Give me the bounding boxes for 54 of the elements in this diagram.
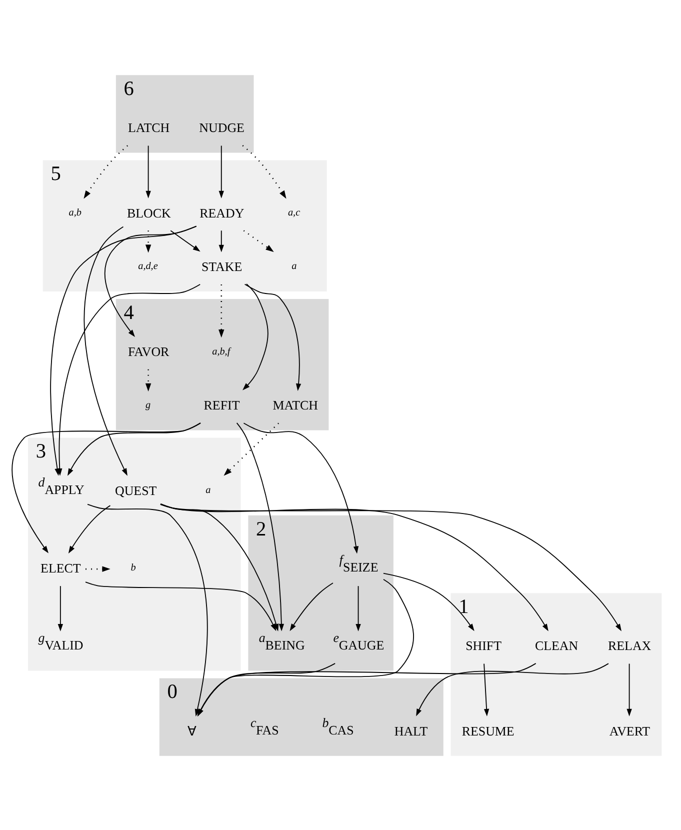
node-text: g <box>146 399 151 410</box>
node-text: AVERT <box>609 722 650 738</box>
arrow <box>242 144 286 198</box>
node-text: RESUME <box>462 722 514 738</box>
arrow <box>57 283 201 476</box>
arrow <box>290 582 334 631</box>
arrow <box>86 566 110 572</box>
arrow <box>84 144 128 198</box>
node-text: FAVOR <box>128 344 170 359</box>
node-text: a,b <box>68 207 82 218</box>
node-text: LATCH <box>128 120 170 135</box>
arrow <box>243 422 359 554</box>
arrow <box>218 230 224 252</box>
arrow <box>85 581 276 631</box>
arrow <box>242 283 268 390</box>
arrow <box>68 422 201 476</box>
node-text: STAKE <box>201 258 242 274</box>
node-text: b <box>130 562 136 574</box>
node-text: BLOCK <box>127 204 171 220</box>
arrow <box>244 283 302 390</box>
node-text: a,d,e <box>138 260 158 272</box>
arrow <box>146 144 151 198</box>
arrow <box>170 230 200 252</box>
arrow <box>145 230 152 252</box>
node-text: CLEAN <box>534 638 578 653</box>
node-text: ELECT <box>40 560 81 575</box>
arrow <box>626 662 632 716</box>
node-text: ∀ <box>188 722 197 738</box>
node-text: HALT <box>394 722 428 738</box>
node-text: QUEST <box>115 482 157 498</box>
node-text: READY <box>200 204 244 220</box>
arrow <box>84 226 128 476</box>
arrow <box>218 284 224 338</box>
node-text: a,b,f <box>212 346 230 357</box>
node-text: a <box>292 260 297 272</box>
arrow <box>58 585 64 631</box>
node-text: a,c <box>288 207 300 218</box>
node-text: RELAX <box>608 638 652 653</box>
arrow <box>243 230 274 252</box>
arrow <box>484 662 490 716</box>
node-text: MATCH <box>272 397 318 412</box>
arrow <box>218 144 224 198</box>
node-text: SHIFT <box>466 638 502 653</box>
arrow <box>145 368 152 392</box>
arrow <box>382 572 474 631</box>
node-text: a <box>206 484 211 496</box>
node-text: NUDGE <box>199 120 244 135</box>
arrow <box>224 422 280 476</box>
arrow <box>104 225 197 337</box>
arrow <box>12 422 202 553</box>
arrow <box>356 585 361 631</box>
arrow <box>416 662 609 716</box>
node-text: REFIT <box>204 397 240 412</box>
arrow <box>68 504 111 553</box>
